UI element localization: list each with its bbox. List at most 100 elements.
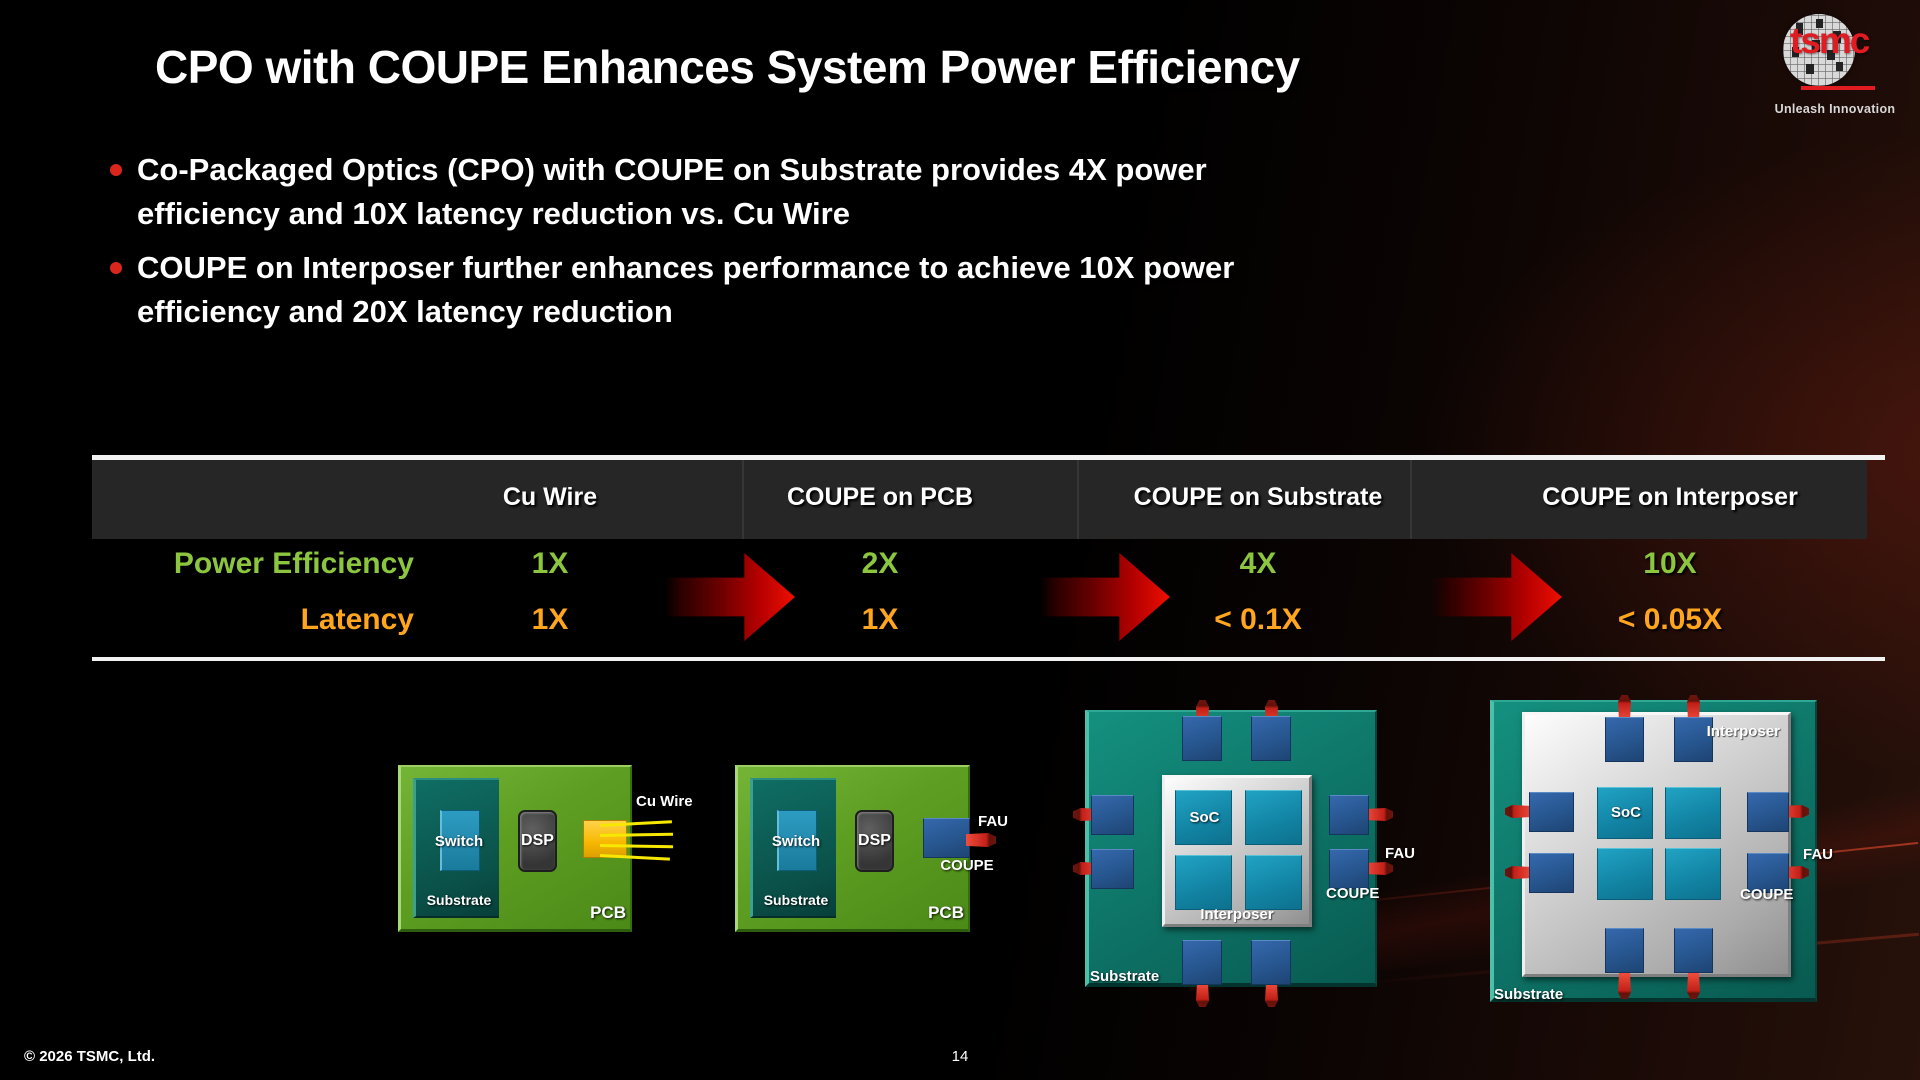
table-cell: 10X bbox=[1643, 547, 1697, 580]
column-header-cu-wire: Cu Wire bbox=[502, 483, 598, 511]
table-bottom-rule bbox=[92, 657, 1885, 661]
switch-label: Switch bbox=[771, 833, 821, 850]
coupe-die bbox=[1329, 795, 1369, 835]
page-number: 14 bbox=[951, 1048, 969, 1065]
substrate-label: Substrate bbox=[1494, 986, 1564, 1003]
soc-tile bbox=[1665, 848, 1721, 900]
row-label-latency: Latency bbox=[300, 603, 414, 636]
column-divider bbox=[1077, 460, 1079, 539]
wafer-die-cell bbox=[1836, 62, 1843, 71]
bullet-text-line: Co-Packaged Optics (CPO) with COUPE on S… bbox=[137, 152, 1207, 187]
wafer-die-cell bbox=[1833, 31, 1841, 43]
list-item: Co-Packaged Optics (CPO) with COUPE on S… bbox=[107, 148, 1447, 236]
coupe-die bbox=[1091, 795, 1134, 835]
cu-wire-label: Cu Wire bbox=[636, 793, 693, 810]
substrate-block: Switch Substrate bbox=[750, 778, 836, 918]
diagram-coupe-on-pcb: Switch Substrate DSP FAU COUPE PCB bbox=[735, 765, 1045, 950]
diagram-cu-wire: Switch Substrate DSP Cu Wire PCB bbox=[398, 765, 708, 950]
fau-plug-icon bbox=[1618, 695, 1631, 721]
column-header-coupe-on-substrate: COUPE on Substrate bbox=[1133, 483, 1383, 511]
row-label-power-efficiency: Power Efficiency bbox=[173, 547, 414, 580]
fau-plug-icon bbox=[1618, 973, 1631, 999]
table-cell: 1X bbox=[531, 547, 569, 580]
coupe-die bbox=[1251, 716, 1291, 761]
bullet-icon bbox=[110, 164, 122, 176]
wafer-die-cell bbox=[1827, 50, 1835, 60]
fau-plug-icon bbox=[1365, 808, 1393, 821]
fau-plug-icon bbox=[1505, 805, 1533, 818]
fau-plug-icon bbox=[966, 833, 996, 847]
coupe-die bbox=[1182, 940, 1222, 985]
interposer-label: Interposer bbox=[1200, 906, 1274, 923]
fau-plug-icon bbox=[1687, 973, 1700, 999]
soc-label: SoC bbox=[1189, 809, 1220, 826]
table-cell: 4X bbox=[1239, 547, 1277, 580]
soc-tile bbox=[1245, 855, 1302, 910]
table-cell: < 0.1X bbox=[1214, 603, 1302, 636]
fau-plug-icon bbox=[1365, 862, 1393, 875]
soc-tile bbox=[1597, 848, 1653, 900]
fau-plug-icon bbox=[1687, 695, 1700, 721]
dsp-label: DSP bbox=[521, 832, 554, 849]
page-title: CPO with COUPE Enhances System Power Eff… bbox=[155, 41, 1300, 93]
soc-tile bbox=[1665, 787, 1721, 839]
soc-tile bbox=[1175, 855, 1232, 910]
comparison-table: Cu Wire COUPE on PCB COUPE on Substrate … bbox=[92, 455, 1885, 662]
dsp-die: DSP bbox=[518, 810, 557, 872]
coupe-die bbox=[1605, 717, 1644, 762]
soc-tile bbox=[1245, 790, 1302, 845]
logo-tagline: Unleash Innovation bbox=[1774, 102, 1896, 116]
coupe-die bbox=[1747, 853, 1789, 893]
interposer-panel: SoC Interposer bbox=[1162, 775, 1312, 927]
coupe-die bbox=[1529, 853, 1574, 893]
bullet-text-line: efficiency and 20X latency reduction bbox=[137, 294, 673, 329]
pcb-label: PCB bbox=[590, 903, 626, 922]
tsmc-logo: tsmc Unleash Innovation bbox=[1760, 8, 1910, 120]
substrate-label: Substrate bbox=[1090, 968, 1160, 985]
bullet-list: Co-Packaged Optics (CPO) with COUPE on S… bbox=[107, 148, 1447, 344]
coupe-die bbox=[1747, 792, 1789, 832]
dsp-die: DSP bbox=[855, 810, 894, 872]
diagram-coupe-on-interposer: SoC Interposer FAU COUPE Substrate bbox=[1490, 690, 1870, 1030]
table-cell: 1X bbox=[531, 603, 569, 636]
coupe-label: COUPE bbox=[940, 857, 994, 874]
table-cell: 2X bbox=[861, 547, 899, 580]
tsmc-wordmark: tsmc bbox=[1790, 20, 1870, 61]
bullet-icon bbox=[110, 262, 122, 274]
substrate-label: Substrate bbox=[763, 892, 829, 908]
fau-label: FAU bbox=[1385, 845, 1415, 862]
logo-underline bbox=[1801, 86, 1875, 90]
fau-plug-icon bbox=[1196, 983, 1209, 1007]
substrate-label: Substrate bbox=[426, 892, 492, 908]
column-divider bbox=[1410, 460, 1412, 539]
interposer-label: Interposer bbox=[1706, 723, 1780, 740]
column-divider bbox=[742, 460, 744, 539]
wafer-die-cell bbox=[1812, 40, 1820, 52]
wafer-die-cell bbox=[1792, 47, 1799, 57]
bullet-text-line: efficiency and 10X latency reduction vs.… bbox=[137, 196, 850, 231]
coupe-label: COUPE bbox=[1740, 886, 1794, 903]
coupe-die bbox=[923, 818, 970, 858]
soc-die: SoC bbox=[1175, 790, 1232, 845]
wafer-die-cell bbox=[1806, 64, 1814, 74]
substrate-block: SoC Interposer bbox=[1490, 695, 1817, 1002]
substrate-block: SoC Interposer bbox=[1073, 700, 1393, 1007]
table-header-row bbox=[92, 460, 1867, 539]
wafer-die-cell bbox=[1796, 23, 1803, 35]
soc-label: SoC bbox=[1611, 804, 1641, 821]
column-header-coupe-on-interposer: COUPE on Interposer bbox=[1542, 483, 1798, 511]
switch-die bbox=[777, 810, 817, 871]
wafer-icon bbox=[1783, 14, 1855, 86]
pcb-label: PCB bbox=[928, 903, 964, 922]
fau-plug-icon bbox=[1505, 866, 1533, 879]
switch-label: Switch bbox=[434, 833, 484, 850]
cu-wire-line bbox=[599, 832, 674, 837]
progress-arrow-icon bbox=[1432, 553, 1562, 641]
interposer-panel: SoC Interposer bbox=[1505, 695, 1809, 999]
diagram-coupe-on-substrate: SoC Interposer FAU COUPE Substrate bbox=[1073, 690, 1450, 1030]
dsp-label: DSP bbox=[858, 832, 891, 849]
copyright-notice: © 2026 TSMC, Ltd. bbox=[24, 1048, 156, 1065]
switch-die bbox=[440, 810, 480, 871]
substrate-block: Switch Substrate bbox=[413, 778, 499, 918]
bullet-text-line: COUPE on Interposer further enhances per… bbox=[137, 250, 1235, 285]
